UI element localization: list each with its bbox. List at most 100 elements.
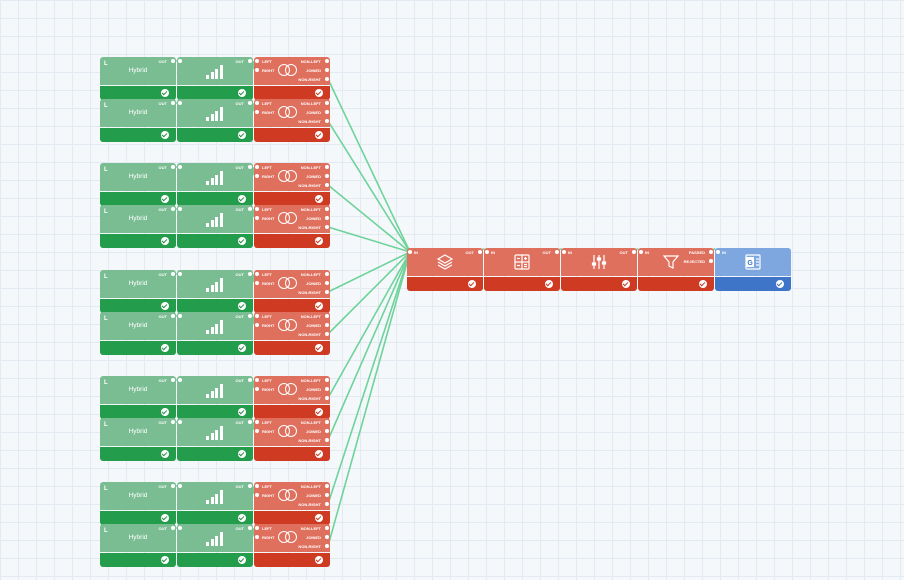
in-port[interactable] bbox=[178, 484, 182, 488]
in-port[interactable] bbox=[178, 526, 182, 530]
joined-port[interactable] bbox=[325, 429, 329, 433]
right-port[interactable] bbox=[255, 216, 259, 220]
left-port[interactable] bbox=[255, 272, 259, 276]
chart-node[interactable]: OUT bbox=[177, 524, 253, 567]
non-right-port[interactable] bbox=[325, 396, 329, 400]
left-port[interactable] bbox=[255, 484, 259, 488]
in-port[interactable] bbox=[178, 101, 182, 105]
chart-node[interactable]: OUT bbox=[177, 270, 253, 313]
in-port[interactable] bbox=[178, 165, 182, 169]
out-port[interactable] bbox=[171, 207, 175, 211]
non-right-port[interactable] bbox=[325, 332, 329, 336]
right-port[interactable] bbox=[255, 110, 259, 114]
in-port[interactable] bbox=[408, 250, 412, 254]
non-left-port[interactable] bbox=[325, 314, 329, 318]
non-left-port[interactable] bbox=[325, 59, 329, 63]
non-right-port[interactable] bbox=[325, 183, 329, 187]
out-port[interactable] bbox=[555, 250, 559, 254]
out-port[interactable] bbox=[171, 378, 175, 382]
out-port[interactable] bbox=[171, 526, 175, 530]
out-port[interactable] bbox=[248, 207, 252, 211]
out-port[interactable] bbox=[478, 250, 482, 254]
right-port[interactable] bbox=[255, 493, 259, 497]
left-port[interactable] bbox=[255, 378, 259, 382]
out-port[interactable] bbox=[248, 272, 252, 276]
out-port[interactable] bbox=[248, 420, 252, 424]
left-port[interactable] bbox=[255, 207, 259, 211]
non-right-port[interactable] bbox=[325, 544, 329, 548]
passed-port[interactable] bbox=[709, 250, 713, 254]
chart-node[interactable]: OUT bbox=[177, 418, 253, 461]
left-port[interactable] bbox=[255, 420, 259, 424]
non-left-port[interactable] bbox=[325, 484, 329, 488]
left-port[interactable] bbox=[255, 526, 259, 530]
joined-port[interactable] bbox=[325, 174, 329, 178]
rejected-port[interactable] bbox=[709, 259, 713, 263]
out-port[interactable] bbox=[171, 314, 175, 318]
left-port[interactable] bbox=[255, 314, 259, 318]
in-port[interactable] bbox=[639, 250, 643, 254]
in-port[interactable] bbox=[178, 272, 182, 276]
left-port[interactable] bbox=[255, 101, 259, 105]
chart-node[interactable]: OUT bbox=[177, 312, 253, 355]
joined-port[interactable] bbox=[325, 110, 329, 114]
non-right-port[interactable] bbox=[325, 290, 329, 294]
non-right-port[interactable] bbox=[325, 119, 329, 123]
non-left-port[interactable] bbox=[325, 420, 329, 424]
in-port[interactable] bbox=[485, 250, 489, 254]
out-port[interactable] bbox=[248, 165, 252, 169]
right-port[interactable] bbox=[255, 323, 259, 327]
left-port[interactable] bbox=[255, 165, 259, 169]
left-port[interactable] bbox=[255, 59, 259, 63]
chart-node[interactable]: OUT bbox=[177, 376, 253, 419]
joined-port[interactable] bbox=[325, 493, 329, 497]
chart-node[interactable]: OUT bbox=[177, 99, 253, 142]
right-port[interactable] bbox=[255, 429, 259, 433]
in-port[interactable] bbox=[178, 59, 182, 63]
out-port[interactable] bbox=[171, 165, 175, 169]
out-port[interactable] bbox=[248, 101, 252, 105]
in-port[interactable] bbox=[178, 314, 182, 318]
in-port[interactable] bbox=[562, 250, 566, 254]
chart-node[interactable]: OUT bbox=[177, 163, 253, 206]
right-port[interactable] bbox=[255, 387, 259, 391]
joined-port[interactable] bbox=[325, 216, 329, 220]
out-port[interactable] bbox=[171, 484, 175, 488]
joined-port[interactable] bbox=[325, 387, 329, 391]
out-port[interactable] bbox=[171, 59, 175, 63]
chart-node[interactable]: OUT bbox=[177, 57, 253, 100]
out-port[interactable] bbox=[248, 484, 252, 488]
out-port[interactable] bbox=[171, 272, 175, 276]
out-port[interactable] bbox=[171, 101, 175, 105]
joined-port[interactable] bbox=[325, 68, 329, 72]
non-right-port[interactable] bbox=[325, 225, 329, 229]
in-port[interactable] bbox=[178, 207, 182, 211]
chart-node[interactable]: OUT bbox=[177, 482, 253, 525]
out-port[interactable] bbox=[248, 314, 252, 318]
out-port[interactable] bbox=[248, 59, 252, 63]
joined-port[interactable] bbox=[325, 281, 329, 285]
non-right-port[interactable] bbox=[325, 502, 329, 506]
joined-port[interactable] bbox=[325, 535, 329, 539]
non-left-port[interactable] bbox=[325, 165, 329, 169]
